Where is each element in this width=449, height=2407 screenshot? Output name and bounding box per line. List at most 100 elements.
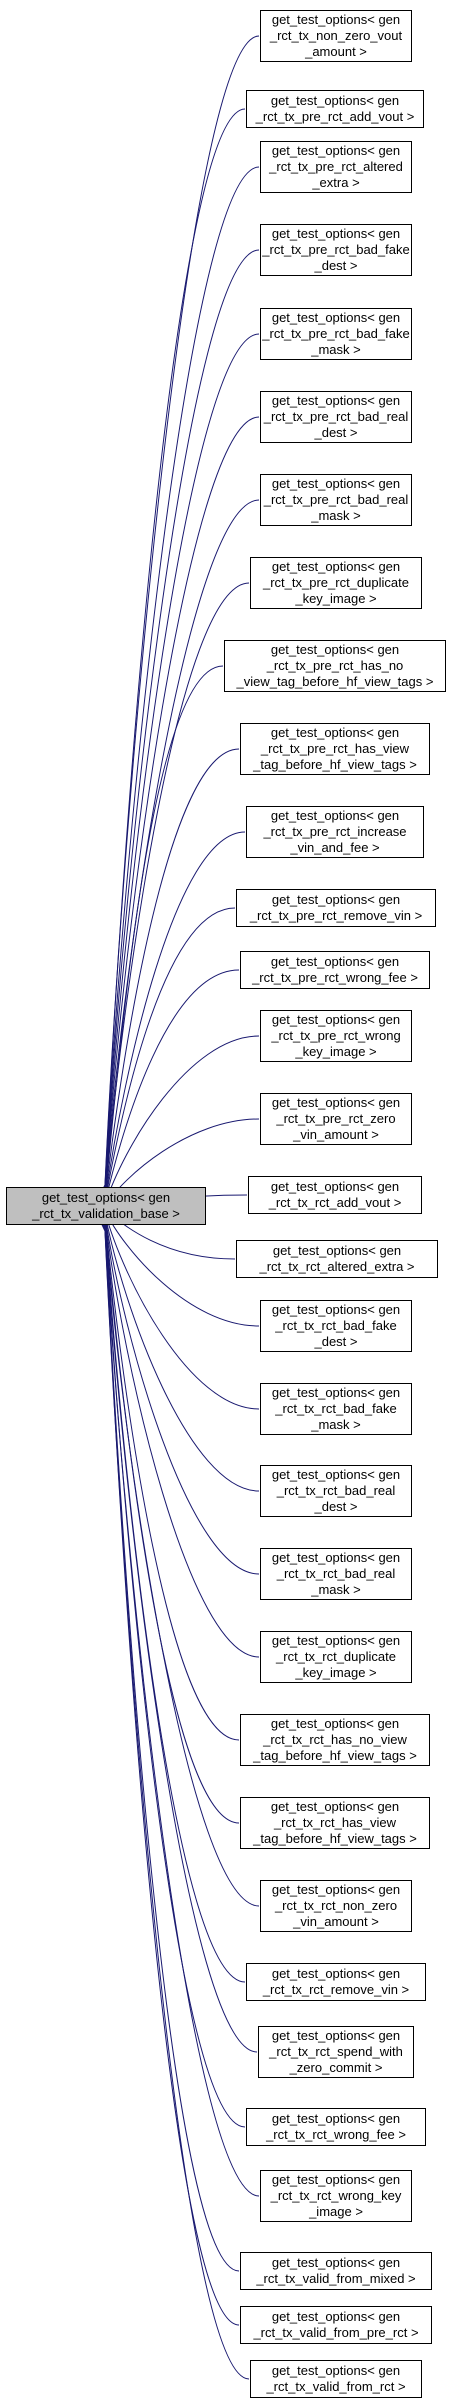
inheritance-edge (99, 1210, 260, 1907)
class-node-label-line: _rct_tx_rct_wrong_key (270, 2188, 402, 2203)
class-node[interactable]: get_test_options< gen_rct_tx_valid_from_… (240, 2252, 432, 2290)
class-node[interactable]: get_test_options< gen_rct_tx_rct_altered… (236, 1240, 438, 1278)
class-node[interactable]: get_test_options< gen_rct_tx_rct_add_vou… (248, 1176, 422, 1214)
inheritance-edge (98, 1207, 240, 1741)
inheritance-edge (99, 1220, 250, 2380)
class-node-label-line: _mask > (311, 342, 361, 357)
class-node-label-line: _dest > (314, 425, 358, 440)
class-node-label-line: _rct_tx_rct_non_zero (274, 1898, 398, 1913)
inheritance-edge (99, 1219, 240, 2326)
class-node-label-line: _vin_amount > (293, 1127, 379, 1142)
inheritance-edge (99, 1213, 258, 2053)
class-node-label-line: get_test_options< gen (271, 1550, 401, 1565)
class-node-label-line: get_test_options< gen (271, 1302, 401, 1317)
class-node-label-line: _key_image > (295, 1044, 377, 1059)
class-node-label-line: _rct_tx_non_zero_vout (269, 28, 403, 43)
class-node-label-line: _mask > (311, 508, 361, 523)
class-node[interactable]: get_test_options< gen_rct_tx_rct_non_zer… (260, 1880, 412, 1932)
class-node-label-line: _rct_tx_rct_bad_real (276, 1483, 396, 1498)
class-node-label-line: get_test_options< gen (271, 1012, 401, 1027)
class-node[interactable]: get_test_options< gen_rct_tx_pre_rct_dup… (250, 557, 422, 609)
class-node-label-line: _rct_tx_pre_rct_has_no (266, 658, 404, 673)
class-node[interactable]: get_test_options< gen_rct_tx_rct_remove_… (246, 1963, 426, 2001)
class-node[interactable]: get_test_options< gen_rct_tx_non_zero_vo… (260, 10, 412, 62)
class-node-label-line: get_test_options< gen (271, 2111, 401, 2126)
class-node[interactable]: get_test_options< gen_rct_tx_pre_rct_has… (224, 640, 446, 692)
class-node[interactable]: get_test_options< gen_rct_tx_rct_wrong_f… (246, 2108, 426, 2146)
class-node-label-line: _dest > (314, 258, 358, 273)
class-node[interactable]: get_test_options< gen_rct_tx_rct_bad_rea… (260, 1465, 412, 1517)
class-node-label-line: get_test_options< gen (271, 1882, 401, 1897)
class-node-label-line: _rct_tx_pre_rct_has_view (260, 741, 410, 756)
inheritance-edge (96, 1035, 260, 1217)
class-node-label-line: get_test_options< gen (270, 1799, 400, 1814)
class-node-label-line: _rct_tx_rct_remove_vin > (262, 1982, 410, 1997)
inheritance-edge (98, 907, 236, 1214)
inheritance-edge (99, 1215, 246, 2128)
class-node-label-line: _image > (309, 2204, 363, 2219)
class-node[interactable]: get_test_options< gen_rct_tx_rct_wrong_k… (260, 2170, 412, 2222)
inheritance-edge (97, 969, 240, 1216)
class-node[interactable]: get_test_options< gen_rct_tx_rct_duplica… (260, 1631, 412, 1683)
class-node-label-line: _dest > (314, 1499, 358, 1514)
class-node-label-line: _rct_tx_rct_spend_with (269, 2044, 403, 2059)
class-node-label-line: _rct_tx_valid_from_mixed > (256, 2271, 416, 2286)
class-node-label-line: get_test_options< gen (271, 1633, 401, 1648)
inheritance-edge (97, 1200, 260, 1410)
inheritance-edge (99, 1218, 240, 2272)
class-node-label-line: get_test_options< gen (271, 143, 401, 158)
class-node-label-line: _mask > (311, 1582, 361, 1597)
class-node-label-line: get_test_options< gen (271, 892, 401, 907)
class-node[interactable]: get_test_options< gen_rct_tx_rct_has_no_… (240, 1714, 430, 1766)
class-node[interactable]: get_test_options< gen_rct_tx_pre_rct_bad… (260, 391, 412, 443)
class-node[interactable]: get_test_options< gen_rct_tx_pre_rct_alt… (260, 141, 412, 193)
inheritance-edge (99, 416, 260, 1204)
class-node-label-line: _amount > (305, 44, 367, 59)
class-node-label-line: get_test_options< gen (271, 2309, 401, 2324)
root-node: get_test_options< gen _rct_tx_validation… (6, 1187, 206, 1225)
class-node-label-line: _rct_tx_valid_from_pre_rct > (253, 2325, 419, 2340)
inheritance-edge (99, 166, 260, 1199)
class-node[interactable]: get_test_options< gen_rct_tx_rct_bad_fak… (260, 1300, 412, 1352)
class-node-label-line: _rct_tx_pre_rct_zero (276, 1111, 396, 1126)
class-node[interactable]: get_test_options< gen_rct_tx_pre_rct_wro… (240, 951, 430, 989)
class-node-label-line: _rct_tx_pre_rct_bad_real (263, 409, 409, 424)
root-node-line-2: _rct_tx_validation_base > (32, 1206, 180, 1221)
class-node[interactable]: get_test_options< gen_rct_tx_pre_rct_wro… (260, 1010, 412, 1062)
inheritance-edge (99, 108, 246, 1198)
class-node[interactable]: get_test_options< gen_rct_tx_pre_rct_bad… (260, 224, 412, 276)
class-node-label-line: get_test_options< gen (271, 226, 401, 241)
class-node[interactable]: get_test_options< gen_rct_tx_pre_rct_bad… (260, 308, 412, 360)
class-node-label-line: get_test_options< gen (271, 1966, 401, 1981)
class-node[interactable]: get_test_options< gen_rct_tx_rct_bad_rea… (260, 1548, 412, 1600)
class-node-label-line: _rct_tx_rct_add_vout > (268, 1195, 402, 1210)
class-node[interactable]: get_test_options< gen_rct_tx_valid_from_… (250, 2360, 422, 2398)
inheritance-edge (98, 831, 246, 1213)
class-node-label-line: get_test_options< gen (271, 559, 401, 574)
class-node[interactable]: get_test_options< gen_rct_tx_pre_rct_rem… (236, 889, 436, 927)
class-node[interactable]: get_test_options< gen_rct_tx_rct_bad_fak… (260, 1383, 412, 1435)
inheritance-edge (99, 1216, 260, 2197)
class-node[interactable]: get_test_options< gen_rct_tx_valid_from_… (240, 2306, 432, 2344)
class-node-label-line: _tag_before_hf_view_tags > (253, 757, 417, 772)
class-node[interactable]: get_test_options< gen_rct_tx_pre_rct_bad… (260, 474, 412, 526)
class-node-label-line: _view_tag_before_hf_view_tags > (236, 674, 434, 689)
class-node-label-line: get_test_options< gen (271, 2363, 401, 2378)
class-node-label-line: get_test_options< gen (271, 12, 401, 27)
class-node[interactable]: get_test_options< gen_rct_tx_pre_rct_add… (246, 90, 424, 128)
class-node[interactable]: get_test_options< gen_rct_tx_rct_has_vie… (240, 1797, 430, 1849)
class-node-label-line: _rct_tx_pre_rct_increase (263, 824, 407, 839)
class-node-label-line: _rct_tx_pre_rct_wrong_fee > (252, 970, 418, 985)
class-node-label-line: get_test_options< gen (271, 1385, 401, 1400)
class-node-label-line: _rct_tx_pre_rct_bad_real (263, 492, 409, 507)
class-node[interactable]: get_test_options< gen_rct_tx_pre_rct_inc… (246, 806, 424, 858)
class-node[interactable]: get_test_options< gen_rct_tx_pre_rct_zer… (260, 1093, 412, 1145)
class-node[interactable]: get_test_options< gen_rct_tx_pre_rct_has… (240, 723, 430, 775)
class-node-label-line: get_test_options< gen (271, 1095, 401, 1110)
class-node[interactable]: get_test_options< gen_rct_tx_rct_spend_w… (258, 2026, 414, 2078)
class-node-label-line: _rct_tx_rct_wrong_fee > (266, 2127, 406, 2142)
class-node-label-line: _rct_tx_pre_rct_altered (269, 159, 403, 174)
class-node-label-line: get_test_options< gen (271, 1467, 401, 1482)
